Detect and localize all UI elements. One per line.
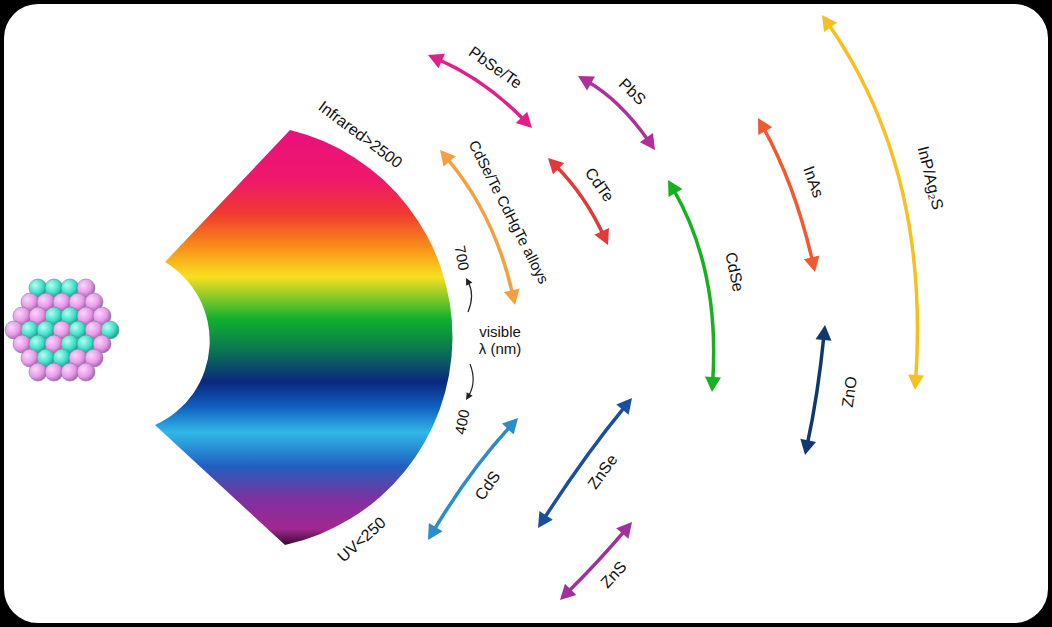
quantum-dot xyxy=(5,279,119,381)
range-arrow xyxy=(469,364,474,396)
atom-sphere xyxy=(45,363,63,381)
arrow-head xyxy=(560,584,576,600)
range-arrow xyxy=(763,127,813,262)
material-label: InP/Ag₂S xyxy=(913,144,947,211)
range-arrow xyxy=(544,406,626,519)
arrow-head xyxy=(466,278,472,286)
arrow-head xyxy=(616,522,632,539)
range-arrow xyxy=(828,24,917,380)
arrow-head xyxy=(616,398,632,415)
range-arrows xyxy=(428,15,924,600)
atom-sphere xyxy=(61,363,79,381)
range-arrow xyxy=(673,189,713,381)
arrow-head xyxy=(908,374,924,390)
arrow-head xyxy=(640,133,655,150)
material-label: ZnO xyxy=(839,375,862,408)
material-label: CdSe/Te CdHgTe alloys xyxy=(465,138,552,287)
material-label: ZnSe xyxy=(584,451,621,493)
arrow-head xyxy=(822,15,837,32)
axis-label: visible λ (nm) xyxy=(476,323,524,358)
wavelength-tick: 400 xyxy=(451,408,472,436)
axis-label: UV<250 xyxy=(334,514,390,567)
arrow-head xyxy=(440,150,456,167)
arrow-head xyxy=(668,180,682,197)
material-label: InAs xyxy=(799,164,827,200)
material-label: CdTe xyxy=(581,164,617,205)
arrow-head xyxy=(548,158,564,174)
axis-label: Infrared>2500 xyxy=(315,98,406,173)
arrow-head xyxy=(538,511,553,528)
material-label: CdSe xyxy=(721,251,747,294)
arrow-head xyxy=(758,118,772,135)
material-label: PbSe/Te xyxy=(465,43,525,93)
range-arrow xyxy=(468,282,472,312)
atom-sphere xyxy=(77,363,95,381)
atom-sphere xyxy=(29,363,47,381)
arrow-head xyxy=(428,523,443,540)
material-label: ZnS xyxy=(597,558,630,592)
arrow-head xyxy=(516,112,532,128)
spectrum-fan xyxy=(155,130,452,545)
arrow-head xyxy=(578,76,595,90)
material-label: PbS xyxy=(615,75,650,109)
range-arrow xyxy=(807,335,824,444)
arrow-head xyxy=(705,377,721,392)
arrow-head xyxy=(502,418,518,434)
arrow-head xyxy=(504,289,520,305)
arrow-head xyxy=(804,256,820,272)
arrow-head xyxy=(816,325,832,341)
background-panel xyxy=(4,4,1048,623)
arrow-head xyxy=(466,392,473,400)
arrow-head xyxy=(800,439,816,455)
material-label: CdS xyxy=(471,468,504,504)
arrow-head xyxy=(428,54,445,69)
arrow-head xyxy=(594,228,609,245)
wavelength-tick: 700 xyxy=(451,244,472,272)
range-arrow xyxy=(447,158,513,295)
range-arrow xyxy=(433,426,510,531)
